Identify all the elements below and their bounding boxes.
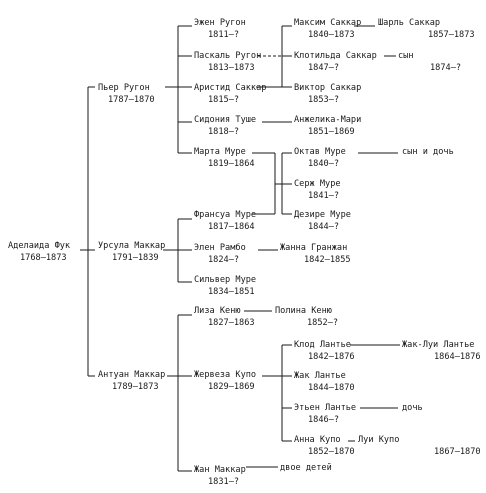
person-name: Лиза Кеню: [194, 306, 241, 316]
person-years: 1787–1870: [108, 95, 155, 105]
person-years: 1840–1873: [308, 30, 355, 40]
person-jacques-lantier: Жак Лантье 1844–1870: [294, 370, 355, 394]
person-years: 1840–?: [308, 159, 340, 169]
person-louis-coupeau: Луи Купо 1867–1870: [358, 434, 481, 458]
person-francois-mouret: Франсуа Муре 1817–1864: [194, 209, 256, 233]
person-name: Анжелика-Мари: [294, 115, 362, 125]
person-name: Анна Купо: [294, 435, 341, 445]
person-years: 1844–?: [308, 222, 340, 232]
person-name: Луи Купо: [358, 435, 400, 445]
person-name: Марта Муре: [194, 147, 246, 157]
person-name: Жан Маккар: [194, 465, 246, 475]
person-years: 1834–1851: [208, 287, 255, 297]
person-eugene-rougon: Эжен Ругон 1811–?: [194, 17, 246, 41]
note-pascal-son: сын: [398, 51, 414, 61]
person-years: 1811–?: [208, 30, 240, 40]
person-name: Клод Лантье: [294, 340, 351, 350]
person-jacques-louis-lantier: Жак-Луи Лантье 1864–1876: [402, 339, 481, 363]
person-name: Аделаида Фук: [8, 241, 71, 251]
person-octave-mouret: Октав Муре 1840–?: [294, 146, 346, 170]
person-years: 1817–1864: [208, 222, 255, 232]
person-anna-coupeau: Анна Купо 1852–1870: [294, 434, 355, 458]
person-years: 1819–1864: [208, 159, 255, 169]
person-ursule-macquart: Урсула Маккар 1791–1839: [98, 240, 165, 264]
person-antoine-macquart: Антуан Маккар 1789–1873: [98, 369, 165, 393]
person-name: Дезире Муре: [294, 210, 351, 220]
note-octave-children: сын и дочь: [402, 147, 454, 157]
person-name: Пьер Ругон: [98, 83, 150, 93]
person-aristide-saccard: Аристид Саккар 1815–?: [194, 82, 266, 106]
person-name: Сильвер Муре: [194, 275, 257, 285]
person-years: 1842–1876: [308, 352, 355, 362]
person-years: 1864–1876: [434, 352, 481, 362]
person-years: 1789–1873: [112, 382, 159, 392]
person-years: 1857–1873: [428, 30, 475, 40]
person-name: Жанна Гранжан: [280, 243, 348, 253]
note-pascal-son-years: 1874–?: [430, 63, 462, 73]
person-years: 1867–1870: [434, 447, 481, 457]
person-charles-saccard: Шарль Саккар 1857–1873: [378, 17, 475, 41]
person-name: Жак-Луи Лантье: [402, 340, 475, 350]
person-years: 1853–?: [308, 95, 340, 105]
note-jean-children: двое детей: [280, 463, 332, 473]
person-years: 1852–?: [307, 318, 339, 328]
person-years: 1818–?: [208, 127, 240, 137]
person-name: Аристид Саккар: [194, 83, 267, 93]
person-victor-saccard: Виктор Саккар 1853–?: [294, 82, 361, 106]
person-name: Виктор Саккар: [294, 83, 362, 93]
person-name: Элен Рамбо: [194, 243, 246, 253]
person-years: 1768–1873: [20, 253, 67, 263]
person-jeanne-grandjean: Жанна Гранжан 1842–1855: [280, 242, 351, 266]
person-pascal-rougon: Паскаль Ругон 1813–1873: [194, 50, 261, 74]
person-years: 1815–?: [208, 95, 240, 105]
person-years: 1829–1869: [208, 382, 255, 392]
person-adelaida-fouque: Аделаида Фук 1768–1873: [8, 240, 70, 264]
person-years: 1813–1873: [208, 63, 255, 73]
person-name: Шарль Саккар: [378, 18, 441, 28]
person-years: 1842–1855: [304, 255, 351, 265]
person-name: Клотильда Саккар: [294, 51, 377, 61]
person-name: Серж Муре: [294, 179, 341, 189]
person-claude-lantier: Клод Лантье 1842–1876: [294, 339, 355, 363]
person-gervaise-coupeau: Жервеза Купо 1829–1869: [194, 369, 256, 393]
person-name: Этьен Лантье: [294, 403, 357, 413]
person-marthe-mouret: Марта Муре 1819–1864: [194, 146, 255, 170]
person-years: 1847–?: [308, 63, 340, 73]
person-name: Антуан Маккар: [98, 370, 166, 380]
person-pierre-rougon: Пьер Ругон 1787–1870: [98, 82, 155, 106]
person-angelique-marie: Анжелика-Мари 1851–1869: [294, 114, 361, 138]
person-name: Жервеза Купо: [194, 370, 257, 380]
person-silvere-mouret: Сильвер Муре 1834–1851: [194, 274, 256, 298]
person-serge-mouret: Серж Муре 1841–?: [294, 178, 341, 202]
person-years: 1851–1869: [308, 127, 355, 137]
person-years: 1831–?: [208, 477, 240, 487]
person-lisa-quenu: Лиза Кеню 1827–1863: [194, 305, 255, 329]
person-name: Эжен Ругон: [194, 18, 246, 28]
person-clotilde-saccard: Клотильда Саккар 1847–?: [294, 50, 377, 74]
person-pauline-quenu: Полина Кеню 1852–?: [275, 305, 338, 329]
person-helene-rambaud: Элен Рамбо 1824–?: [194, 242, 246, 266]
person-jean-macquart: Жан Маккар 1831–?: [194, 464, 246, 488]
note-etienne-daughter: дочь: [402, 403, 423, 413]
person-years: 1844–1870: [308, 383, 355, 393]
person-sidonie-touche: Сидония Туше 1818–?: [194, 114, 256, 138]
person-years: 1824–?: [208, 255, 240, 265]
person-name: Полина Кеню: [275, 306, 332, 316]
person-years: 1791–1839: [112, 253, 159, 263]
person-name: Жак Лантье: [294, 371, 346, 381]
person-years: 1827–1863: [208, 318, 255, 328]
person-maxime-saccard: Максим Саккар 1840–1873: [294, 17, 361, 41]
person-name: Сидония Туше: [194, 115, 257, 125]
person-etienne-lantier: Этьен Лантье 1846–?: [294, 402, 356, 426]
person-years: 1846–?: [308, 415, 340, 425]
person-name: Паскаль Ругон: [194, 51, 262, 61]
person-name: Франсуа Муре: [194, 210, 257, 220]
person-desiree-mouret: Дезире Муре 1844–?: [294, 209, 351, 233]
person-name: Максим Саккар: [294, 18, 362, 28]
person-name: Октав Муре: [294, 147, 346, 157]
person-years: 1852–1870: [308, 447, 355, 457]
person-years: 1841–?: [308, 191, 340, 201]
person-name: Урсула Маккар: [98, 241, 166, 251]
